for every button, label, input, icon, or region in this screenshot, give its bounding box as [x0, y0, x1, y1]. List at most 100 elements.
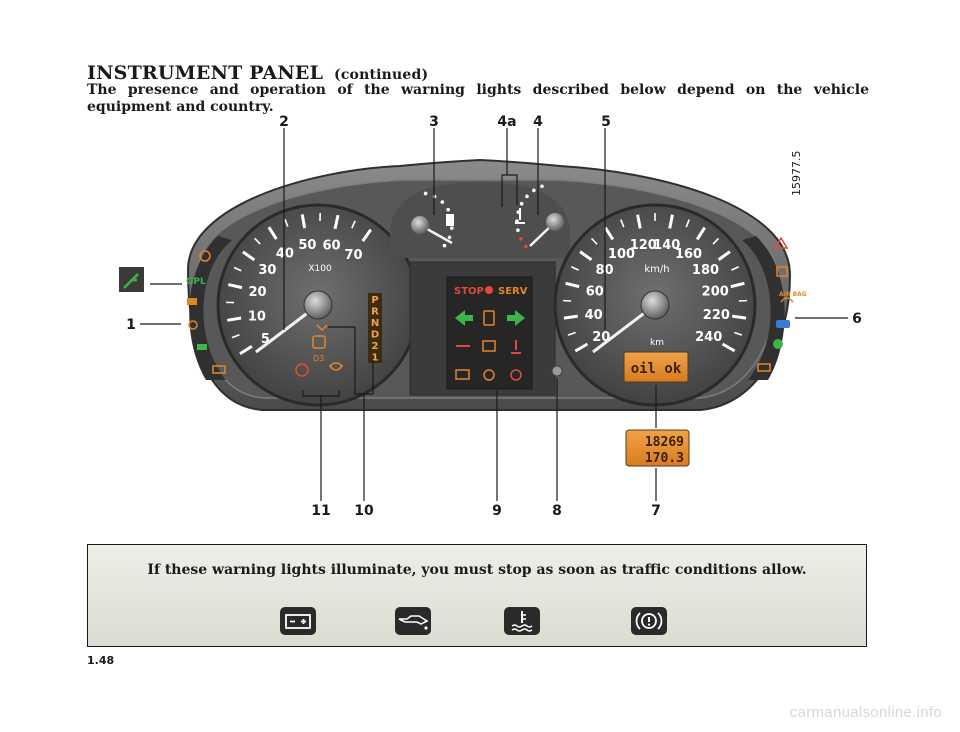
left-column-icon-1 — [199, 250, 211, 262]
callout-6: 6 — [852, 311, 862, 327]
callout-leader-lines — [140, 128, 848, 501]
callout-11: 11 — [311, 503, 330, 519]
callout-10: 10 — [354, 503, 374, 519]
rev-counter-tick — [231, 334, 240, 339]
temperature-icon — [515, 208, 525, 224]
callout-8: 8 — [552, 503, 562, 519]
speedometer-tick — [590, 237, 598, 245]
oil-pressure-icon — [395, 607, 431, 635]
left-indicator-arrow-icon — [455, 310, 473, 326]
left-column-icon-5 — [212, 365, 226, 374]
odometer-total: 18269 — [645, 435, 684, 450]
page-number: 1.48 — [87, 654, 115, 667]
speedometer-label: 200 — [702, 284, 729, 299]
rev-counter-tick — [300, 214, 307, 229]
fuel-scale-dot — [447, 235, 452, 240]
rev-counter-tick — [227, 316, 242, 322]
center-warning-row-5 — [510, 369, 522, 381]
seatbelt-icon — [123, 273, 139, 289]
engine-warning-icon — [328, 362, 344, 371]
rev-counter-tick — [351, 220, 356, 229]
speedometer-tick — [695, 226, 707, 241]
speedometer-label: 100 — [608, 247, 635, 262]
stop-warning-dot — [485, 286, 493, 294]
stop-warning-text: STOP — [454, 286, 484, 297]
rev-counter-label: 70 — [345, 248, 363, 263]
odometer-trip: 170.3 — [645, 451, 684, 466]
speedometer-tick — [717, 250, 731, 261]
speedometer-tick — [563, 314, 579, 320]
right-column-icon-1 — [776, 266, 788, 277]
fuel-scale-dot — [440, 200, 445, 204]
gear-letter: 2 — [372, 341, 379, 352]
rev-counter-label: 5 — [261, 332, 270, 347]
temperature-scale-dot — [540, 184, 544, 189]
speedometer-lcd — [623, 351, 689, 383]
right-indicator-arrow-icon — [507, 310, 525, 326]
speedometer-tick — [620, 219, 625, 228]
fuel-scale-dot — [423, 191, 428, 196]
callout-3: 3 — [429, 114, 439, 130]
rev-counter-label: 60 — [322, 238, 340, 253]
page-title: INSTRUMENT PANEL (continued) — [87, 62, 428, 84]
speedometer-tick — [712, 237, 720, 245]
speedometer-tick — [579, 250, 593, 261]
trip-reset-button[interactable] — [551, 365, 563, 377]
speedometer-tick — [567, 331, 576, 336]
rev-counter-tick — [254, 237, 261, 245]
main-beam-icon — [776, 320, 790, 328]
fuel-pump-icon — [446, 214, 454, 226]
temperature-gauge-hub — [546, 213, 564, 231]
speedometer-label: 120 — [630, 238, 657, 253]
center-warning-row-3 — [455, 369, 470, 380]
warning-icons-row — [88, 607, 866, 639]
speedometer-label: 140 — [653, 238, 680, 253]
center-temperature-icon — [511, 340, 521, 354]
callout-2: 2 — [279, 114, 289, 130]
fuel-warning-icon — [312, 335, 326, 349]
center-warning-row-4 — [483, 369, 495, 381]
temperature-scale-dot — [532, 188, 536, 193]
left-column-icon-2 — [187, 298, 197, 305]
page-title-suffix: (continued) — [334, 67, 429, 83]
speedometer-tick — [731, 314, 747, 320]
rev-counter-label: 40 — [276, 247, 294, 262]
left-column-icon-4 — [197, 344, 207, 350]
speedometer-tick — [603, 226, 615, 241]
speedometer-label: 180 — [692, 263, 719, 278]
gear-letter: P — [371, 295, 378, 306]
callout-7: 7 — [651, 503, 661, 519]
rev-counter-tick — [361, 228, 372, 242]
speedometer-tick — [574, 342, 589, 353]
temperature-scale-dot — [525, 194, 529, 199]
right-column-icon-2 — [773, 339, 783, 349]
callout-4: 4 — [533, 114, 543, 130]
right-column-icon-3 — [757, 363, 771, 372]
rev-counter-label: 10 — [248, 309, 266, 324]
fuel-scale-dot — [442, 243, 447, 248]
fuel-scale-dot — [450, 226, 454, 230]
page-title-text: INSTRUMENT PANEL — [87, 62, 324, 84]
temperature-gauge-scale — [515, 184, 544, 249]
speedometer-tick — [721, 342, 736, 353]
rev-counter-unit: X100 — [308, 264, 332, 274]
brake-warning-icon — [631, 607, 667, 635]
gpl-label: GPL — [186, 277, 206, 287]
temperature-scale-dot — [516, 228, 520, 233]
hazard-icon — [773, 236, 789, 249]
rev-counter-label: 20 — [249, 285, 267, 300]
rev-counter-ticks — [226, 213, 372, 356]
center-gauge-housing — [390, 182, 570, 258]
temperature-scale-dot — [519, 237, 523, 241]
serv-warning-text: SERV — [498, 286, 528, 297]
callout-5: 5 — [601, 114, 611, 130]
odometer-detail-lcd — [625, 429, 690, 467]
speedometer-label: 60 — [586, 284, 604, 299]
intro-paragraph: The presence and operation of the warnin… — [87, 82, 869, 115]
left-column-icon-3 — [188, 320, 198, 330]
fuel-gauge-hub — [411, 216, 429, 234]
center-warning-row-2 — [482, 340, 496, 352]
